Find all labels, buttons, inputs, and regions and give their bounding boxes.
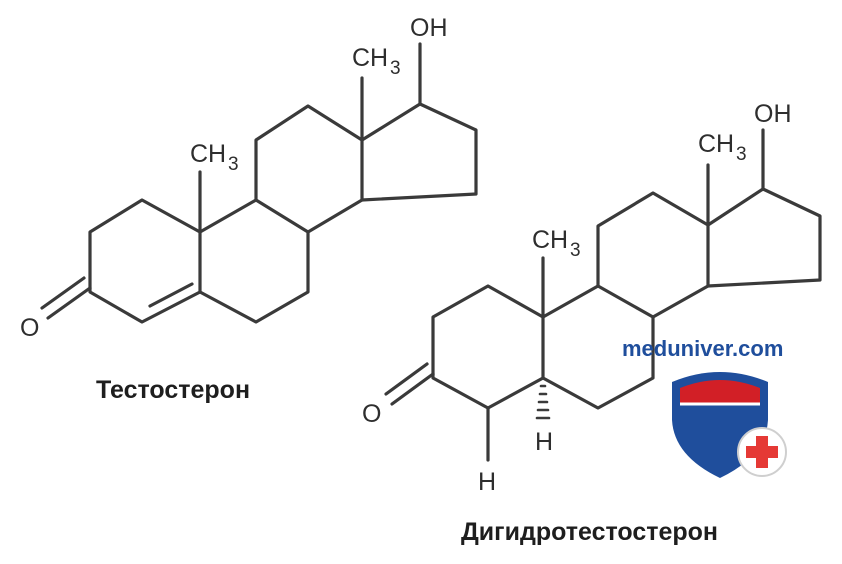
testosterone-skeleton: [40, 42, 478, 324]
dht-structure: O CH 3 CH 3 OH H H: [362, 100, 822, 496]
dht-caption: Дигидротестостерон: [461, 518, 718, 546]
testosterone-methyl-c18-label: CH: [352, 44, 388, 72]
testosterone-structure: O CH 3 CH 3 OH: [20, 14, 478, 342]
testosterone-methyl-c19-label: CH: [190, 140, 226, 168]
dht-c5-hashed-wedge: [535, 384, 551, 420]
dht-methyl-c19-subscript: 3: [570, 240, 581, 261]
meduniver-watermark: meduniver.com: [622, 336, 787, 478]
testosterone-methyl-c19-subscript: 3: [228, 154, 239, 175]
testosterone-hydroxyl-label: OH: [410, 14, 448, 42]
watermark-site-text: meduniver.com: [622, 336, 783, 361]
dht-methyl-c19-label: CH: [532, 226, 568, 254]
dht-skeleton: [384, 128, 822, 462]
testosterone-methyl-c18-subscript: 3: [390, 58, 401, 79]
dht-oxygen-label: O: [362, 400, 381, 428]
shield-logo-icon: [672, 372, 787, 478]
dht-hydroxyl-label: OH: [754, 100, 792, 128]
testosterone-oxygen-label: O: [20, 314, 39, 342]
dht-methyl-c18-subscript: 3: [736, 144, 747, 165]
dht-hydrogen-c4-label: H: [478, 468, 496, 496]
dht-hydrogen-c5-label: H: [535, 428, 553, 456]
testosterone-caption: Тестостерон: [96, 376, 250, 404]
dht-methyl-c18-label: CH: [698, 130, 734, 158]
